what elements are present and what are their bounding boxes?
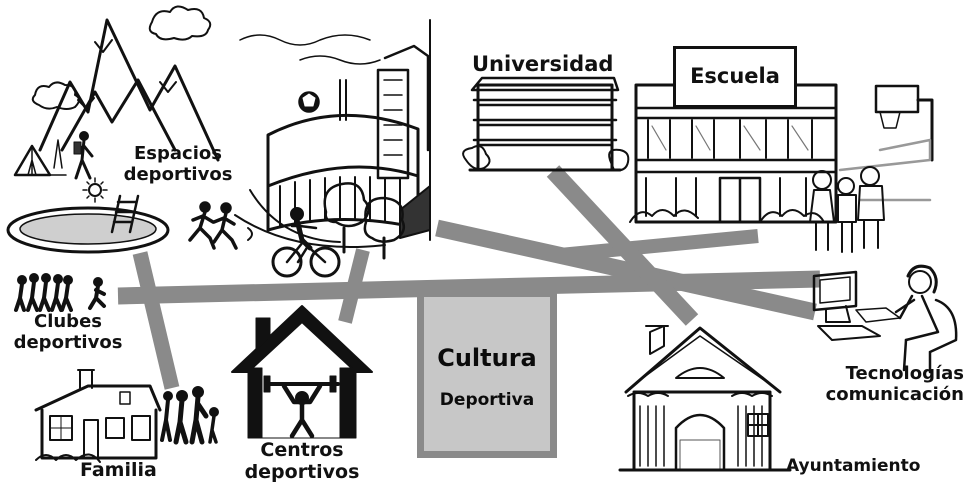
weightlifter-icon	[263, 375, 340, 439]
stadium-icon	[234, 19, 431, 248]
label-tecnologias-comunicacion: Tecnologías comunicación	[825, 363, 964, 405]
cloud-icon	[31, 5, 212, 110]
label-clubes-deportivos: Clubes deportivos	[13, 311, 123, 353]
road-familia	[132, 251, 180, 390]
center-title: Cultura	[437, 344, 537, 372]
house-icon	[34, 369, 162, 463]
label-familia: Familia	[80, 459, 157, 481]
escuela-sign	[673, 46, 797, 108]
mountain-icon	[38, 18, 220, 162]
tree-icon	[323, 182, 405, 260]
road-network	[117, 165, 821, 390]
road-universidad	[546, 165, 699, 326]
road-diagonal-upper	[435, 219, 817, 321]
sun-icon	[82, 177, 108, 203]
family-icon	[160, 386, 219, 445]
label-ayuntamiento: Ayuntamiento	[786, 456, 921, 476]
children-icon	[809, 166, 885, 253]
runners-icon	[188, 201, 253, 250]
label-espacios-deportivos: Espacios deportivos	[123, 143, 233, 185]
label-escuela: Escuela	[690, 64, 780, 88]
road-upper-left-branch	[559, 229, 759, 262]
label-centros-deportivos: Centros deportivos	[244, 439, 360, 483]
basketball-hoop-icon	[838, 84, 934, 202]
town-hall-icon	[618, 325, 792, 472]
center-subtitle: Deportiva	[439, 390, 535, 410]
pool-icon	[6, 194, 170, 254]
tent-icon	[13, 139, 67, 177]
label-universidad: Universidad	[472, 52, 614, 76]
ball-icon	[298, 91, 320, 113]
center-box	[417, 290, 557, 458]
university-building-icon	[462, 76, 630, 172]
cyclist-icon	[271, 207, 341, 278]
gym-house-icon	[231, 305, 373, 439]
road-espacios	[338, 248, 370, 324]
running-group-icon	[14, 273, 106, 312]
computer-user-icon	[812, 264, 958, 374]
hiker-icon	[73, 131, 94, 180]
